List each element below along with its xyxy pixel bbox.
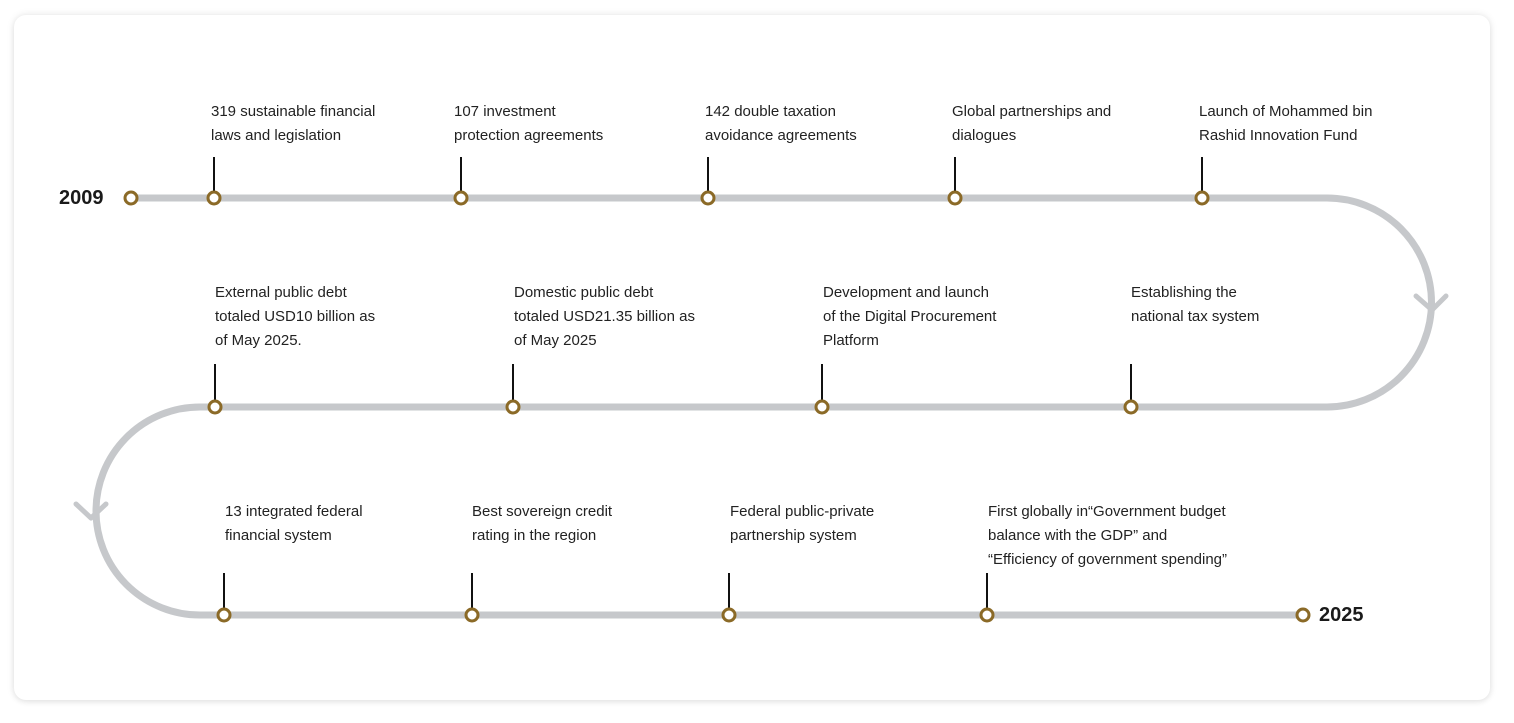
- milestone-text: 319 sustainable financial laws and legis…: [211, 103, 376, 144]
- milestone-marker: [464, 607, 480, 623]
- milestone-text: Global partnerships and dialogues: [952, 103, 1112, 144]
- timeline-track: [92, 194, 1435, 619]
- milestone-marker: [1123, 399, 1139, 415]
- milestone-marker: [453, 190, 469, 206]
- milestone-marker: [207, 399, 223, 415]
- milestone-text: 142 double taxation avoidance agreements: [705, 103, 857, 144]
- milestone-text: Establishing the national tax system: [1131, 284, 1260, 325]
- end-marker: [1295, 607, 1311, 623]
- milestone-text: 13 integrated federal financial system: [225, 503, 363, 544]
- milestone-markers: [123, 190, 1311, 623]
- milestone-text: Launch of Mohammed bin Rashid Innovation…: [1199, 103, 1373, 144]
- milestone-marker: [505, 399, 521, 415]
- milestone-marker: [216, 607, 232, 623]
- end-year-label: 2025: [1319, 604, 1364, 626]
- direction-arrow-right: [1413, 293, 1449, 313]
- timeline-card: [14, 15, 1490, 700]
- milestone-marker: [700, 190, 716, 206]
- milestone-marker: [1194, 190, 1210, 206]
- milestone-text: First globally in“Government budget bala…: [988, 503, 1228, 568]
- milestone-text: 107 investment protection agreements: [454, 103, 604, 144]
- milestone-marker: [814, 399, 830, 415]
- milestone-text: External public debt totaled USD10 billi…: [215, 284, 376, 349]
- milestone-marker: [979, 607, 995, 623]
- milestone-text: Federal public-private partnership syste…: [730, 503, 875, 544]
- milestone-text: Development and launch of the Digital Pr…: [823, 284, 997, 349]
- milestone-marker: [206, 190, 222, 206]
- milestone-text: Domestic public debt totaled USD21.35 bi…: [514, 284, 695, 349]
- start-marker: [123, 190, 139, 206]
- start-year-label: 2009: [59, 187, 104, 209]
- milestone-stems: [213, 157, 1203, 609]
- direction-arrow-left: [73, 501, 109, 521]
- milestone-marker: [721, 607, 737, 623]
- milestone-text: Best sovereign credit rating in the regi…: [472, 503, 613, 544]
- milestone-marker: [947, 190, 963, 206]
